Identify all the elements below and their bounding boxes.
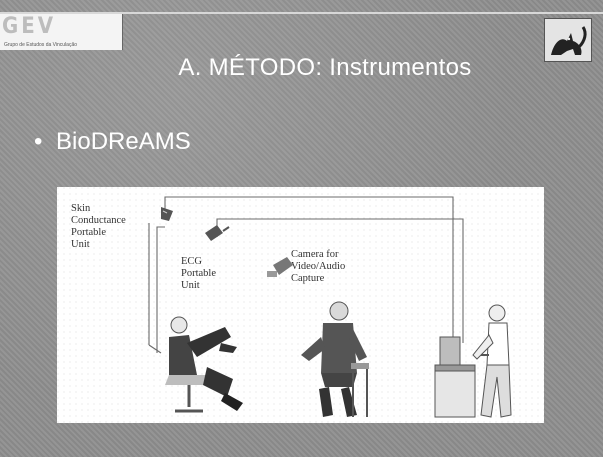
bullet-item: • BioDReAMS bbox=[34, 128, 191, 156]
diagram-svg bbox=[57, 187, 544, 423]
bullet-text: BioDReAMS bbox=[56, 128, 191, 155]
skin-sensor-icon bbox=[161, 207, 173, 221]
middle-person-figure bbox=[301, 301, 369, 417]
cat-logo-icon bbox=[544, 18, 592, 62]
top-rule bbox=[0, 12, 603, 14]
ecg-sensor-icon bbox=[205, 225, 230, 241]
biodreams-diagram: Skin Conductance Portable Unit ECG Porta… bbox=[57, 187, 544, 423]
gev-logo: GEV Grupo de Estudos da Vinculação bbox=[0, 14, 123, 50]
slide-title: A. MÉTODO: Instrumentos bbox=[178, 54, 472, 81]
logo-text: GEV bbox=[2, 14, 57, 39]
operator-computer-figure bbox=[434, 304, 512, 418]
ecg-label: ECG Portable Unit bbox=[181, 256, 216, 291]
bullet-dot-icon: • bbox=[34, 128, 43, 155]
camera-label: Camera for Video/Audio Capture bbox=[291, 249, 346, 284]
left-person-figure bbox=[165, 316, 243, 413]
camera-icon bbox=[267, 257, 293, 277]
logo-subtitle: Grupo de Estudos da Vinculação bbox=[4, 42, 78, 48]
skin-conductance-label: Skin Conductance Portable Unit bbox=[71, 203, 126, 250]
